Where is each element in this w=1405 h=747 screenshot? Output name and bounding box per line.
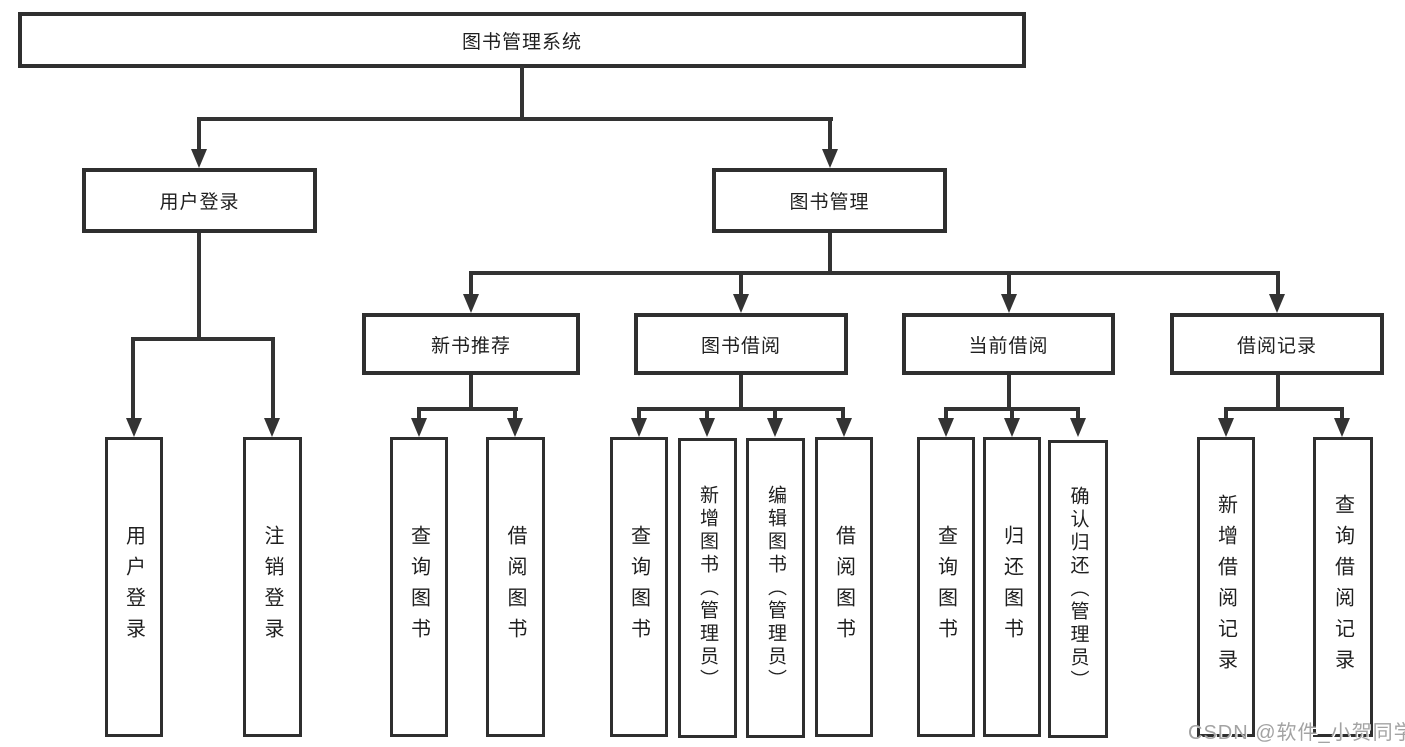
node-label: 用户登录: [159, 192, 240, 213]
leaf-bb-edit-books-admin: 编辑图书（管理员）: [746, 438, 805, 738]
connector-root-stem: [520, 66, 524, 120]
connector-current-drop3: [1076, 407, 1080, 420]
node-label: 新书推荐: [430, 335, 511, 357]
node-label: 图书管理系统: [461, 31, 582, 53]
connector-root-hline: [197, 117, 833, 121]
connector-drop-book-borrow: [739, 271, 743, 295]
connector-newbook-hline: [417, 407, 518, 411]
connector-root-right-drop: [828, 117, 832, 150]
arrowhead-to-book-borrow: [733, 294, 749, 313]
connector-user-login-stem: [197, 233, 201, 341]
arrowhead-to-book-management: [822, 149, 838, 168]
node-user-login-branch: 用户登录: [82, 168, 317, 233]
node-root-library-management-system: 图书管理系统: [18, 12, 1026, 68]
connector-records-drop1: [1224, 407, 1228, 420]
leaf-label: 借阅图书: [832, 525, 855, 649]
arrowhead-borrow-edit: [767, 418, 783, 437]
leaf-user-login: 用户登录: [105, 437, 163, 737]
leaf-rec-query-books: 查询图书: [390, 437, 448, 737]
leaf-br-add-record: 新增借阅记录: [1197, 437, 1255, 737]
arrowhead-to-new-book-rec: [463, 294, 479, 313]
node-book-borrowing: 图书借阅: [634, 313, 848, 375]
arrowhead-current-return: [1004, 418, 1020, 437]
leaf-cb-return-books: 归还图书: [983, 437, 1041, 737]
node-label: 图书借阅: [700, 335, 781, 357]
connector-records-drop2: [1340, 407, 1344, 420]
leaf-bb-borrow-books: 借阅图书: [815, 437, 873, 737]
leaf-label: 查询借阅记录: [1331, 494, 1354, 680]
connector-current-drop1: [944, 407, 948, 420]
arrowhead-borrow-borrow: [836, 418, 852, 437]
connector-borrow-drop1: [637, 407, 641, 420]
connector-borrow-drop4: [841, 407, 845, 420]
connector-user-login-left-drop: [131, 337, 135, 420]
connector-borrow-drop2: [705, 407, 709, 420]
connector-root-left-drop: [197, 117, 201, 150]
connector-newbook-stem: [469, 375, 473, 411]
csdn-watermark: CSDN @软件_小贺同学: [1188, 722, 1405, 744]
leaf-cb-query-books: 查询图书: [917, 437, 975, 737]
connector-book-mgmt-hline: [469, 271, 1280, 275]
arrowhead-borrow-query: [631, 418, 647, 437]
connector-drop-borrow-records: [1276, 271, 1280, 295]
connector-records-stem: [1276, 375, 1280, 411]
connector-drop-current-borrow: [1007, 271, 1011, 295]
arrowhead-records-query: [1334, 418, 1350, 437]
leaf-label: 借阅图书: [504, 525, 526, 649]
leaf-label: 用户登录: [122, 525, 145, 649]
leaf-label: 编辑图书（管理员）: [765, 484, 786, 692]
node-label: 借阅记录: [1236, 335, 1317, 357]
arrowhead-to-logout-leaf: [264, 418, 280, 437]
connector-user-login-right-drop: [271, 337, 275, 420]
arrowhead-current-confirm: [1070, 418, 1086, 437]
arrowhead-records-add: [1218, 418, 1234, 437]
leaf-rec-borrow-books: 借阅图书: [486, 437, 545, 737]
leaf-label: 新增借阅记录: [1214, 494, 1237, 680]
node-label: 当前借阅: [968, 335, 1049, 357]
leaf-label: 查询图书: [934, 525, 957, 649]
node-borrowing-records: 借阅记录: [1170, 313, 1384, 375]
arrowhead-to-login-leaf: [126, 418, 142, 437]
leaf-bb-query-books: 查询图书: [610, 437, 668, 737]
leaf-cb-confirm-return-admin: 确认归还（管理员）: [1048, 440, 1108, 738]
arrowhead-to-user-login: [191, 149, 207, 168]
connector-newbook-drop1: [417, 407, 421, 420]
connector-borrow-drop3: [773, 407, 777, 420]
leaf-label: 确认归还（管理员）: [1067, 485, 1089, 693]
leaf-br-query-record: 查询借阅记录: [1313, 437, 1373, 737]
connector-user-login-hline: [131, 337, 275, 341]
connector-book-mgmt-stem: [828, 233, 832, 275]
connector-drop-new-book: [469, 271, 473, 295]
connector-current-stem: [1007, 375, 1011, 411]
connector-borrow-stem: [739, 375, 743, 411]
node-label: 图书管理: [789, 192, 870, 213]
leaf-label: 新增图书（管理员）: [697, 484, 718, 692]
node-new-book-recommendation: 新书推荐: [362, 313, 580, 375]
arrowhead-newbook-query: [411, 418, 427, 437]
connector-newbook-drop2: [513, 407, 517, 420]
arrowhead-current-query: [938, 418, 954, 437]
arrowhead-to-current-borrow: [1001, 294, 1017, 313]
arrowhead-to-borrow-records: [1269, 294, 1285, 313]
leaf-label: 查询图书: [627, 525, 650, 649]
connector-records-hline: [1224, 407, 1344, 411]
node-book-management-branch: 图书管理: [712, 168, 947, 233]
connector-current-drop2: [1010, 407, 1014, 420]
leaf-label: 查询图书: [407, 525, 430, 649]
leaf-label: 归还图书: [1000, 525, 1023, 649]
arrowhead-newbook-borrow: [507, 418, 523, 437]
connector-borrow-hline: [637, 407, 845, 411]
node-current-borrowing: 当前借阅: [902, 313, 1115, 375]
leaf-logout: 注销登录: [243, 437, 302, 737]
leaf-label: 注销登录: [261, 525, 283, 649]
arrowhead-borrow-add: [699, 418, 715, 437]
leaf-bb-add-books-admin: 新增图书（管理员）: [678, 438, 737, 738]
